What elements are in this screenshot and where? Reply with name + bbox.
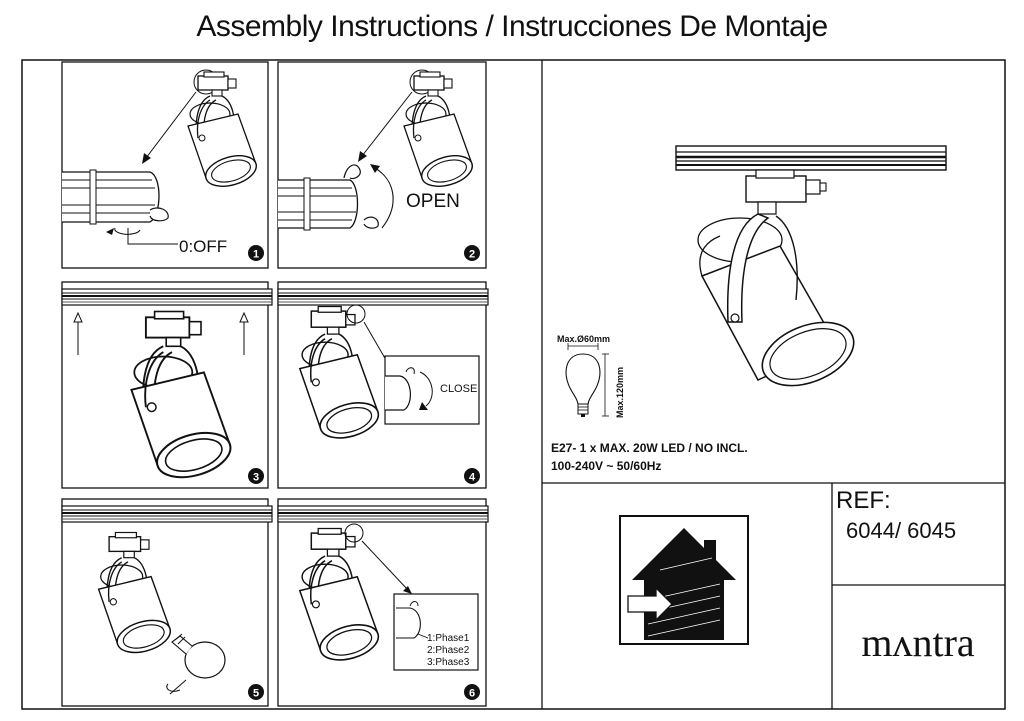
- step-4-panel: CLOSE 4: [277, 281, 489, 489]
- step-5-number: 5: [253, 688, 259, 700]
- indoor-use-house-icon: [619, 515, 749, 645]
- bulb-insert-icon: [171, 633, 226, 679]
- step-2-number: 2: [469, 249, 475, 261]
- product-spotlight-illustration: [675, 145, 947, 387]
- step-5-panel: 5: [61, 498, 273, 707]
- step-2-panel: OPEN 2: [277, 61, 487, 269]
- step-6-number: 6: [469, 688, 475, 700]
- brand-logo: mʌntra: [861, 620, 975, 665]
- page-title: Assembly Instructions / Instrucciones De…: [196, 10, 828, 43]
- step-3-number: 3: [253, 472, 259, 484]
- ref-codes: 6044/ 6045: [846, 518, 956, 543]
- bulb-height-label: Max.120mm: [615, 367, 625, 418]
- step-3-panel: 3: [61, 281, 273, 489]
- bulb-width-label: Max.Ø60mm: [557, 334, 610, 344]
- ref-label: REF:: [836, 487, 891, 514]
- step-1-panel: 0:OFF 1: [61, 61, 269, 269]
- step-1-number: 1: [253, 249, 259, 261]
- outer-frame: [21, 59, 1006, 710]
- step-2-label: OPEN: [406, 191, 460, 212]
- bulb-dimensions: Max.Ø60mm Max.120mm: [557, 334, 625, 418]
- step-6-panel: 1:Phase1 2:Phase2 3:Phase3 6: [277, 498, 489, 707]
- spec-line-1: E27- 1 x MAX. 20W LED / NO INCL.: [551, 441, 748, 455]
- step-1-label: 0:OFF: [179, 237, 227, 256]
- phase-3-label: 3:Phase3: [427, 657, 470, 668]
- step-4-label: CLOSE: [440, 383, 477, 395]
- spec-line-2: 100-240V ~ 50/60Hz: [551, 459, 661, 473]
- step-4-number: 4: [469, 472, 476, 484]
- phase-2-label: 2:Phase2: [427, 645, 470, 656]
- light-bulb-icon: [565, 353, 601, 417]
- phase-1-label: 1:Phase1: [427, 633, 470, 644]
